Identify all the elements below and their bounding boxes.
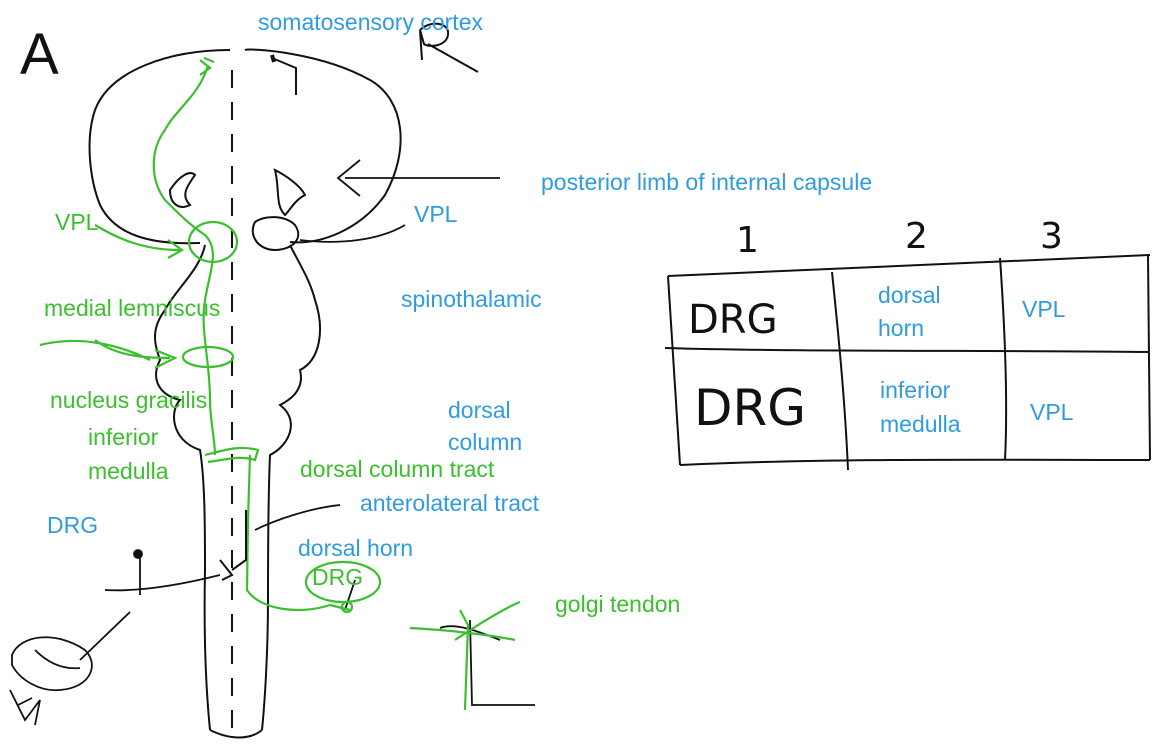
vpl-left-pointer <box>95 225 182 258</box>
medial-lemniscus-pointer <box>40 340 170 360</box>
label-nucleus-gracilis: nucleus gracilis <box>50 387 207 413</box>
table-r1-c1: DRG <box>688 297 778 343</box>
label-medial-lemniscus: medial lemniscus <box>44 295 220 321</box>
label-dorsal-horn: dorsal horn <box>298 535 413 561</box>
muscle-sketch <box>12 637 92 690</box>
label-medulla: medulla <box>88 458 169 484</box>
label-inferior: inferior <box>88 424 159 450</box>
label-drg-circled: DRG <box>312 564 363 590</box>
label-drg-left: DRG <box>47 512 98 538</box>
table-r1-c2b: horn <box>878 315 924 341</box>
label-posterior-limb: posterior limb of internal capsule <box>541 169 872 195</box>
table-r2-c2a: inferior <box>880 377 951 403</box>
left-hemisphere <box>90 50 230 243</box>
green-pathway <box>40 58 520 710</box>
brainstem-right <box>262 245 320 730</box>
label-vpl-right: VPL <box>414 201 458 227</box>
table-r1-c3: VPL <box>1022 296 1066 322</box>
table-r1-c2a: dorsal <box>878 282 941 308</box>
line-vpl-right <box>300 225 405 242</box>
label-vpl-left: VPL <box>55 209 99 235</box>
label-golgi-tendon: golgi tendon <box>555 591 680 617</box>
hand-sketch <box>10 690 40 725</box>
tendon-black <box>440 620 535 705</box>
arrow-posterior-limb <box>338 160 500 196</box>
table-r2-c3: VPL <box>1030 399 1074 425</box>
table-header-3: 3 <box>1040 216 1063 257</box>
label-dorsal: dorsal <box>448 397 511 423</box>
table-header-2: 2 <box>905 216 928 257</box>
right-hemisphere <box>245 50 401 243</box>
table-r2-c2b: medulla <box>880 411 961 437</box>
line-drg-left <box>105 575 220 590</box>
label-column: column <box>448 429 522 455</box>
summary-table: 1 2 3 DRG dorsal horn VPL DRG inferior m… <box>665 216 1150 470</box>
panel-letter: A <box>20 22 59 87</box>
table-r2-c1: DRG <box>694 379 806 437</box>
label-somatosensory-cortex: somatosensory cortex <box>258 9 483 35</box>
label-spinothalamic: spinothalamic <box>401 286 542 312</box>
label-dorsal-column-tract: dorsal column tract <box>300 456 495 482</box>
golgi-tendon-green <box>410 602 520 710</box>
label-anterolateral-tract: anterolateral tract <box>360 490 540 516</box>
table-header-1: 1 <box>736 220 759 261</box>
